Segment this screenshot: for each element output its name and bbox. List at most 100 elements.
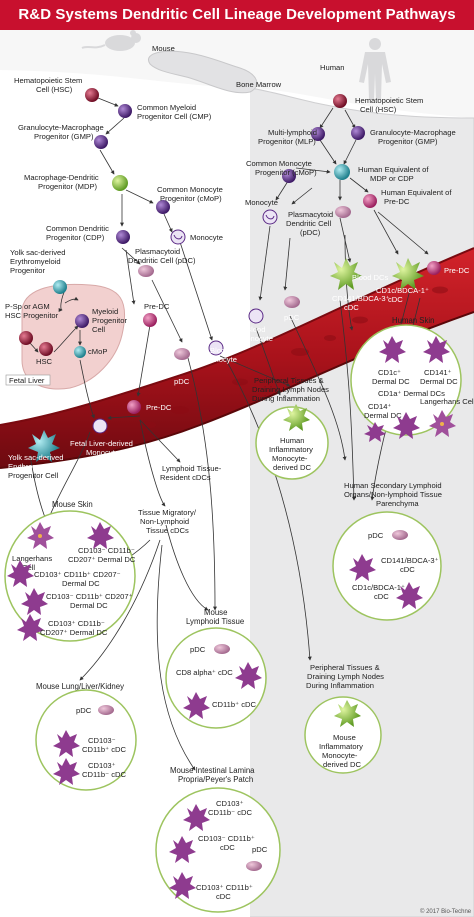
human-cmop-cell bbox=[282, 169, 296, 183]
yolk-label-3: Progenitor bbox=[10, 266, 46, 275]
human-cd141-label-2: Dermal DC bbox=[420, 377, 458, 386]
mouse-cd103neg-b-label-2: Dermal DC bbox=[70, 601, 108, 610]
peripheral-m-title-1: Peripheral Tissues & bbox=[310, 663, 380, 672]
peripheral-m-title-2: Draining Lymph Nodes bbox=[307, 672, 384, 681]
mouse-cd103pos-label-2: CD207⁺ Dermal DC bbox=[40, 628, 108, 637]
mouse-cd103neg-b-label-1: CD103⁻ CD11b⁺ CD207⁺ bbox=[46, 592, 133, 601]
mouse-silhouette-icon bbox=[81, 30, 141, 51]
fetal-liver-label: Fetal Liver bbox=[9, 376, 45, 385]
blood-mouse-pdc-label: pDC bbox=[174, 377, 190, 386]
human-cd14-dermal-cell-2 bbox=[364, 422, 386, 442]
lymphoid-resident-label-1: Lymphoid Tissue- bbox=[162, 464, 222, 473]
mouse-skin-title: Mouse Skin bbox=[52, 500, 93, 509]
fetal-cmop-cell bbox=[74, 346, 86, 358]
psp-label-1: P-Sp or AGM bbox=[5, 302, 50, 311]
blood-cd1c-cell bbox=[392, 258, 424, 290]
human-slo-title-3: Parenchyma bbox=[376, 499, 419, 508]
mouse-header: Mouse bbox=[152, 44, 175, 53]
human-slo-cd1c-cell bbox=[396, 582, 423, 609]
human-hsc-label-1: Hematopoietic Stem bbox=[355, 96, 423, 105]
mouse-mdp-cell bbox=[112, 175, 128, 191]
migratory-label-3: Tissue cDCs bbox=[146, 526, 189, 535]
blood-dcs-label: Blood DCs bbox=[352, 273, 388, 282]
human-cd141-label-1: CD141⁺ bbox=[424, 368, 452, 377]
mouse-predc-label: Pre-DC bbox=[144, 302, 170, 311]
copyright-text: © 2017 Bio-Techne bbox=[420, 908, 472, 915]
human-cmop-label-1: Common Monocyte bbox=[246, 159, 312, 168]
mouse-predc-cell bbox=[143, 313, 157, 327]
mouse-lung-cd103-label-1: CD103⁻ bbox=[88, 736, 116, 745]
human-slo-pdc-label: pDC bbox=[368, 531, 384, 540]
mouse-moDC-label-4: derived DC bbox=[323, 760, 361, 769]
peripheral-m-title-3: During Inflammation bbox=[306, 681, 374, 690]
human-gmp-label-1: Granulocyte-Macrophage bbox=[370, 128, 456, 137]
myeloid-progenitor-cell bbox=[75, 314, 89, 328]
mouse-lung-title: Mouse Lung/Liver/Kidney bbox=[36, 682, 124, 691]
mouse-intestine-b-cell bbox=[169, 836, 196, 863]
human-cd14-dermal-cell bbox=[393, 412, 420, 439]
human-moDC-label-3: Monocyte- bbox=[272, 454, 308, 463]
mouse-intestine-c-cell bbox=[169, 872, 196, 899]
mouse-cdp-label-2: Progenitor (CDP) bbox=[46, 233, 105, 242]
mouse-cmp-label-2: Progenitor Cell (CMP) bbox=[137, 112, 212, 121]
mouse-cd103neg-cell bbox=[87, 522, 114, 549]
peripheral-m-circle bbox=[304, 696, 382, 774]
human-hsc-cell bbox=[333, 94, 347, 108]
mouse-lymph-cd8-cell bbox=[235, 662, 262, 689]
human-heq-mdp-label-1: Human Equivalent of bbox=[358, 165, 429, 174]
human-cd14-label-2: Dermal DC bbox=[364, 411, 402, 420]
page-title: R&D Systems Dendritic Cell Lineage Devel… bbox=[0, 0, 474, 30]
mouse-lung-circle bbox=[35, 689, 137, 791]
blood-cd141-cell bbox=[330, 258, 362, 290]
mouse-intestine-title-2: Propria/Peyer's Patch bbox=[178, 775, 253, 784]
human-slo-cd141-label-1: CD141/BDCA-3⁺ bbox=[381, 556, 439, 565]
blood-mouse-pdc-cell bbox=[174, 348, 190, 360]
human-moDC-label-4: derived DC bbox=[273, 463, 311, 472]
human-gmp-label-2: Progenitor (GMP) bbox=[378, 137, 438, 146]
mouse-cd103neg-label-1: CD103⁻ CD11b⁻ bbox=[78, 546, 135, 555]
fetal-monocyte-cell bbox=[92, 418, 108, 434]
psp-progenitor-cell bbox=[19, 331, 33, 345]
human-moDC-cell bbox=[283, 404, 310, 431]
mouse-pdc-label-1: Plasmacytoid bbox=[135, 247, 180, 256]
human-cd1c-dermal-cell bbox=[379, 336, 406, 363]
blood-cd141-label-1: CD141/BDCA-3⁺ bbox=[332, 294, 390, 303]
mouse-lung-pdc-label: pDC bbox=[76, 706, 92, 715]
blood-human-mono-label-2: Monocyte bbox=[240, 334, 273, 343]
fetal-liver-shape bbox=[21, 283, 126, 390]
blood-human-predc-label: Pre-DC bbox=[444, 266, 470, 275]
mouse-cd103pos-label-1: CD103⁺ CD11b⁻ bbox=[48, 619, 105, 628]
mouse-cmp-cell bbox=[118, 104, 132, 118]
migratory-label-2: Non-Lymphoid bbox=[140, 517, 189, 526]
peripheral-h-title-2: Draining Lymph Nodes bbox=[252, 385, 329, 394]
mouse-pdc-label-2: Dendritic Cell (pDC) bbox=[128, 256, 196, 265]
blood-human-pdc-cell bbox=[284, 296, 300, 308]
myeloid-label-3: Cell bbox=[92, 325, 105, 334]
human-pdc-label-2: Dendritic Cell bbox=[286, 219, 331, 228]
yolk-label-1: Yolk sac-derived bbox=[10, 248, 65, 257]
mouse-cd103pos-b-label-2: Dermal DC bbox=[62, 579, 100, 588]
blood-mouse-predc-label: Pre-DC bbox=[146, 403, 172, 412]
blood-vessel bbox=[0, 248, 474, 468]
human-cd141-dermal-cell bbox=[423, 336, 450, 363]
mouse-intestine-c-label-2: cDC bbox=[216, 892, 231, 901]
mouse-gmp-cell bbox=[94, 135, 108, 149]
myeloid-label-1: Myeloid bbox=[92, 307, 118, 316]
fetal-hsc-label: HSC bbox=[36, 357, 53, 366]
blood-cd141-label-2: cDC bbox=[344, 303, 359, 312]
lymphoid-resident-label-2: Resident cDCs bbox=[160, 473, 211, 482]
human-slo-title-2: Organs/Non-lymphoid Tissue bbox=[344, 490, 442, 499]
yolk-progenitor-cell bbox=[53, 280, 67, 294]
human-cd1a-label: CD1a⁺ Dermal DCs bbox=[378, 389, 445, 398]
migratory-label-1: Tissue Migratory/ bbox=[138, 508, 197, 517]
human-heq-predc-label-1: Human Equivalent of bbox=[381, 188, 452, 197]
mouse-hsc-label-2: Cell (HSC) bbox=[36, 85, 73, 94]
human-slo-pdc-cell bbox=[392, 530, 408, 540]
mouse-cd103pos-cell bbox=[17, 614, 44, 641]
mouse-gmp-label-2: Progenitor (GMP) bbox=[34, 132, 94, 141]
human-slo-title-1: Human Secondary Lymphoid bbox=[344, 481, 442, 490]
mouse-mdp-label-1: Macrophage-Dendritic bbox=[24, 173, 99, 182]
human-predc-cell bbox=[363, 194, 377, 208]
mouse-intestine-a-cell bbox=[183, 804, 210, 831]
